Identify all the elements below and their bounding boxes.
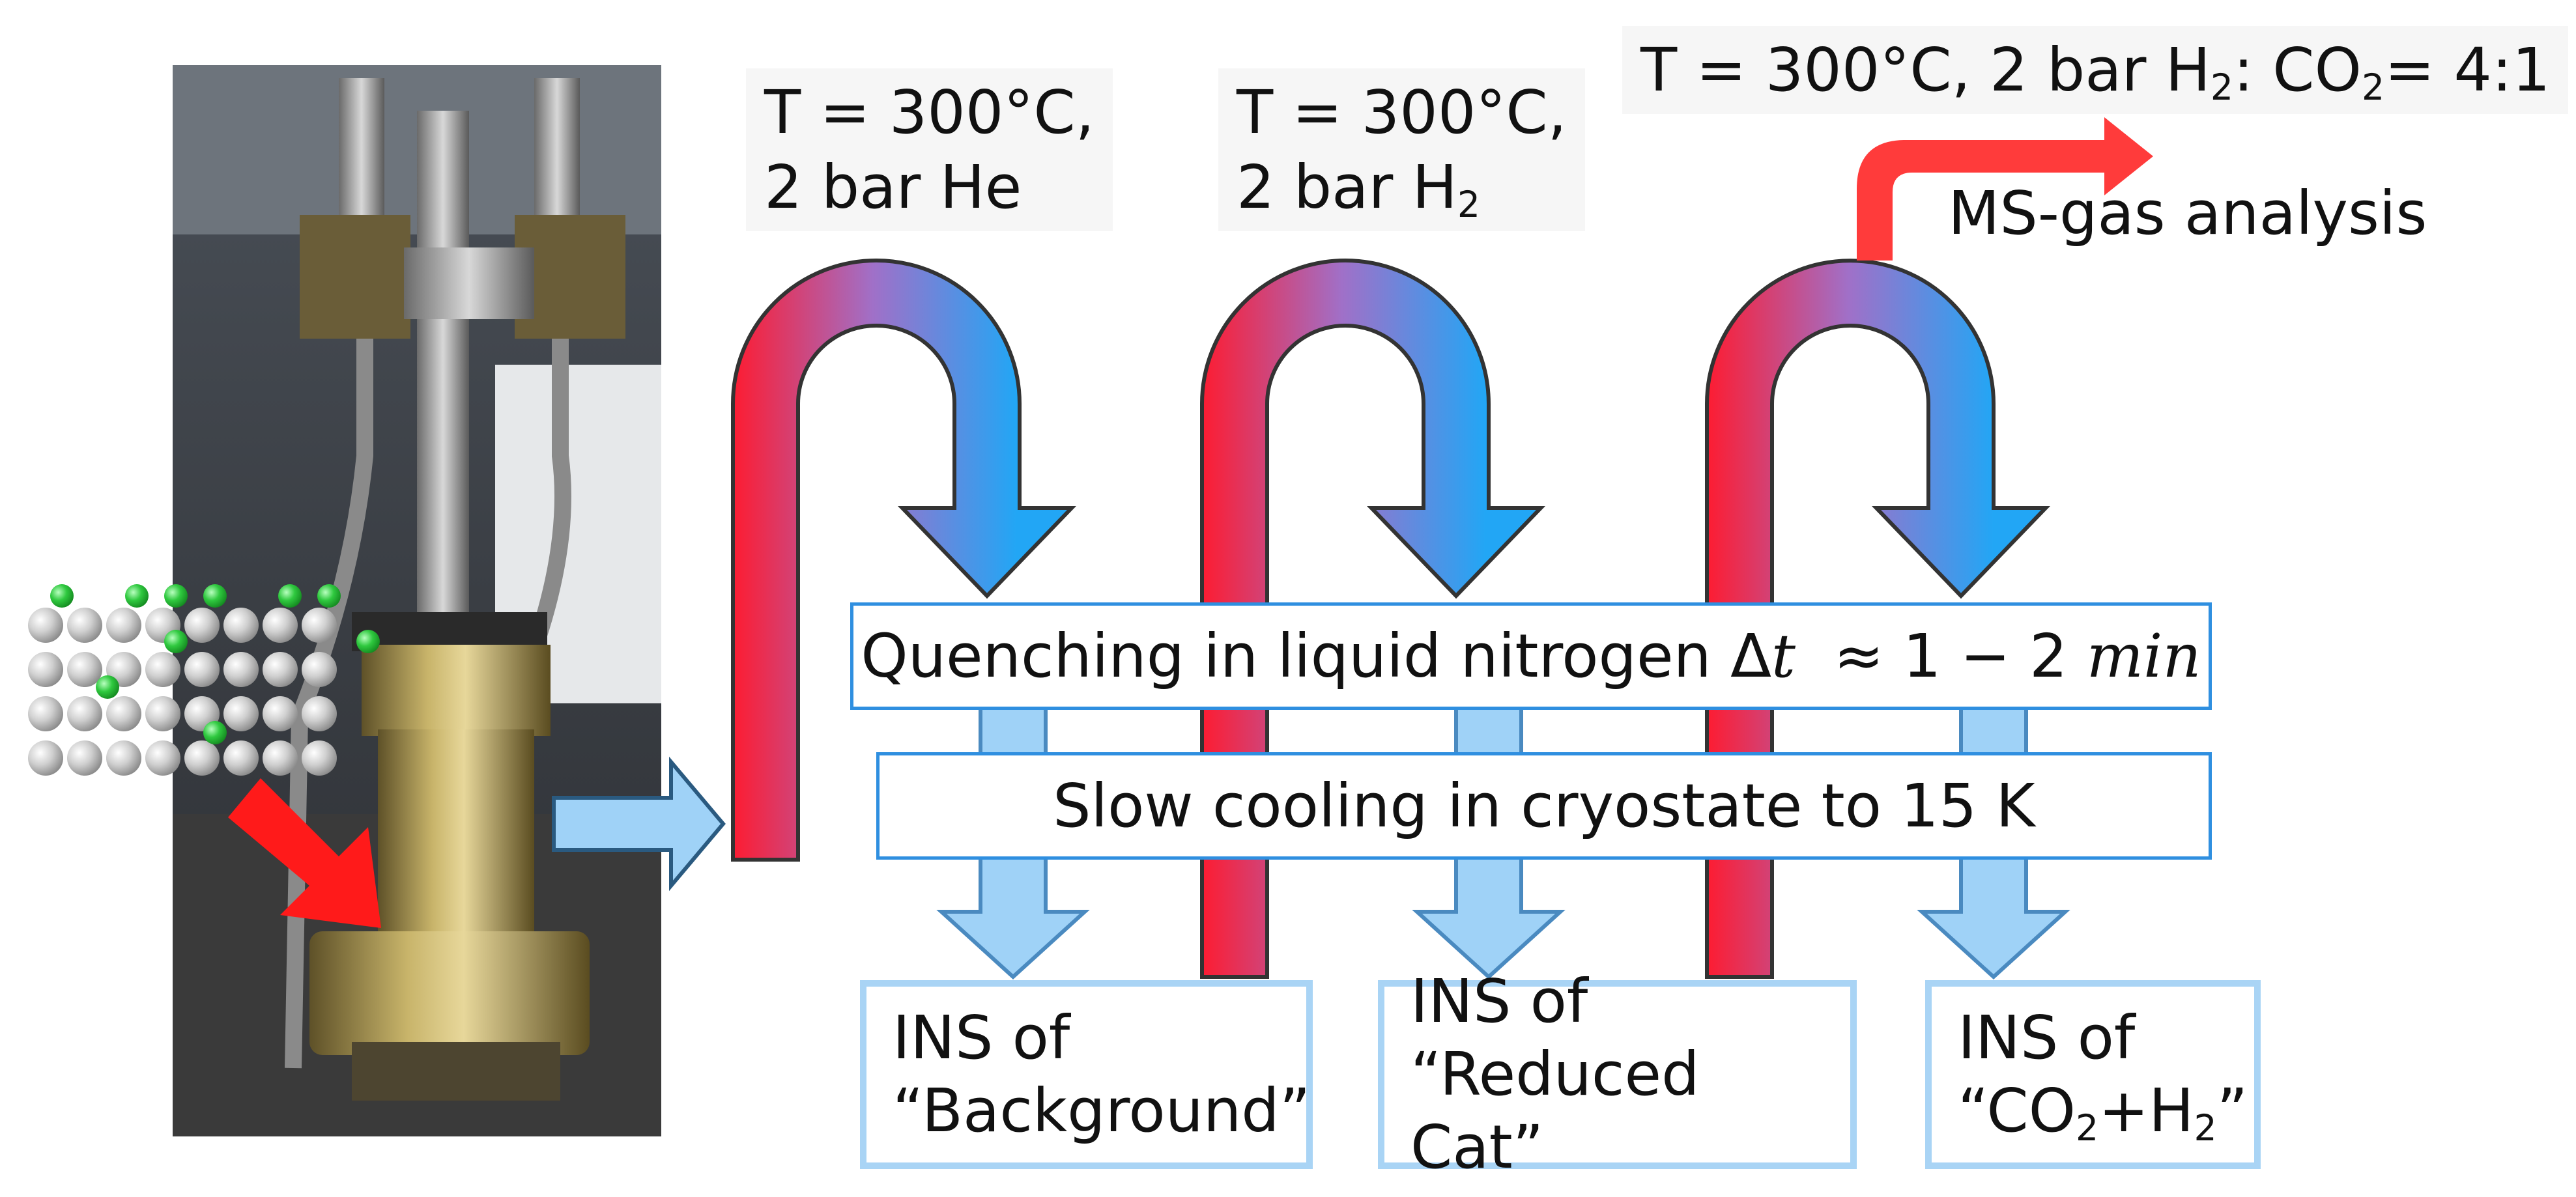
catalyst-lattice (28, 584, 380, 776)
output-3-mid: +H (2098, 1076, 2194, 1146)
u-tube-3 (1705, 259, 2051, 979)
condition-label-2: T = 300°C, 2 bar H2 (1218, 68, 1585, 231)
adsorbate-atom (96, 675, 119, 699)
cond3-sub2: 2 (2361, 66, 2385, 109)
catalyst-atom (106, 740, 141, 776)
output-box-background: INS of “Background” (860, 980, 1313, 1169)
cond1-line1: T = 300°C, (764, 77, 1095, 147)
output-2-line1: INS of (1410, 966, 1588, 1036)
output-box-reduced-cat: INS of “Reduced Cat” (1378, 966, 1857, 1182)
catalyst-atom (223, 608, 259, 643)
cond3-post: = 4:1 (2384, 35, 2551, 105)
catalyst-atom (28, 696, 63, 731)
output-3-line1: INS of (1958, 1002, 2136, 1073)
catalyst-atom (184, 652, 220, 687)
adsorbate-atom (164, 630, 188, 653)
condition-label-1: T = 300°C, 2 bar He (746, 68, 1113, 231)
output-1-text: INS of “Background” (893, 1002, 1310, 1148)
quench-text: Quenching in liquid nitrogen Δ (861, 621, 1772, 691)
adsorbate-atom (50, 584, 74, 608)
output-2-text: INS of “Reduced Cat” (1410, 965, 1850, 1185)
catalyst-atom (145, 740, 180, 776)
output-box-co2-h2: INS of “CO2+H2” (1925, 980, 2261, 1169)
catalyst-atom (67, 608, 102, 643)
catalyst-atom (145, 652, 180, 687)
adsorbate-atom (356, 630, 380, 653)
catalyst-atom (106, 608, 141, 643)
adsorbate-atom (203, 721, 227, 744)
cond2-gas: 2 bar H (1237, 152, 1457, 222)
catalyst-atom (302, 652, 337, 687)
catalyst-atom (145, 696, 180, 731)
catalyst-atom (184, 740, 220, 776)
cond3-mid: : CO (2233, 35, 2362, 105)
ms-arrow-icon (1857, 117, 2153, 261)
output-3-sub1: 2 (2076, 1107, 2099, 1149)
catalyst-atom (263, 652, 298, 687)
cond2-line1: T = 300°C, (1237, 77, 1567, 147)
sample-cell-photo (173, 65, 661, 1136)
catalyst-atom (263, 696, 298, 731)
catalyst-atom (67, 740, 102, 776)
condition-label-3: T = 300°C, 2 bar H2: CO2= 4:1 (1622, 26, 2569, 114)
quench-approx: ≈ 1 − 2 (1833, 621, 2068, 691)
u-tube-2 (1200, 259, 1546, 979)
catalyst-atom (67, 696, 102, 731)
quench-unit: min (2086, 621, 2201, 691)
adsorbate-atom (278, 584, 302, 608)
catalyst-atom (28, 652, 63, 687)
u-tube-1 (731, 259, 1077, 862)
cond2-line2: 2 bar H2 (1237, 150, 1567, 225)
red-arrow-icon (228, 778, 381, 928)
output-3-post: ” (2216, 1076, 2248, 1146)
catalyst-atom (106, 696, 141, 731)
input-arrow-icon (552, 756, 726, 892)
adsorbate-atom (164, 584, 188, 608)
output-2-line2: “Reduced Cat” (1410, 1039, 1700, 1183)
adsorbate-atom (125, 584, 149, 608)
catalyst-atom (223, 652, 259, 687)
output-3-text: INS of “CO2+H2” (1958, 1002, 2248, 1148)
catalyst-atom (263, 740, 298, 776)
cond2-sub: 2 (1457, 184, 1480, 226)
cooling-box: Slow cooling in cryostate to 15 K (876, 752, 2212, 860)
output-3-sub2: 2 (2194, 1107, 2217, 1149)
catalyst-atom (302, 696, 337, 731)
catalyst-atom (223, 740, 259, 776)
output-1-line2: “Background” (893, 1076, 1311, 1146)
output-3-pre: “CO (1958, 1076, 2076, 1146)
catalyst-atom (67, 652, 102, 687)
catalyst-atom (184, 608, 220, 643)
adsorbate-atom (203, 584, 227, 608)
catalyst-atom (263, 608, 298, 643)
catalyst-atom (28, 608, 63, 643)
cond3-pre: T = 300°C, 2 bar H (1640, 35, 2211, 105)
adsorbate-atom (317, 584, 341, 608)
output-1-line1: INS of (893, 1002, 1070, 1073)
catalyst-atom (302, 740, 337, 776)
catalyst-atom (28, 740, 63, 776)
cond1-gas: 2 bar He (764, 152, 1022, 222)
cond1-line2: 2 bar He (764, 150, 1095, 225)
catalyst-atom (302, 608, 337, 643)
ms-gas-analysis-label: MS-gas analysis (1948, 178, 2427, 248)
quench-t: t (1771, 621, 1796, 691)
cond3-sub1: 2 (2210, 66, 2234, 109)
cooling-text: Slow cooling in cryostate to 15 K (1053, 771, 2035, 841)
output-3-line2: “CO2+H2” (1958, 1075, 2248, 1148)
catalyst-atom (223, 696, 259, 731)
